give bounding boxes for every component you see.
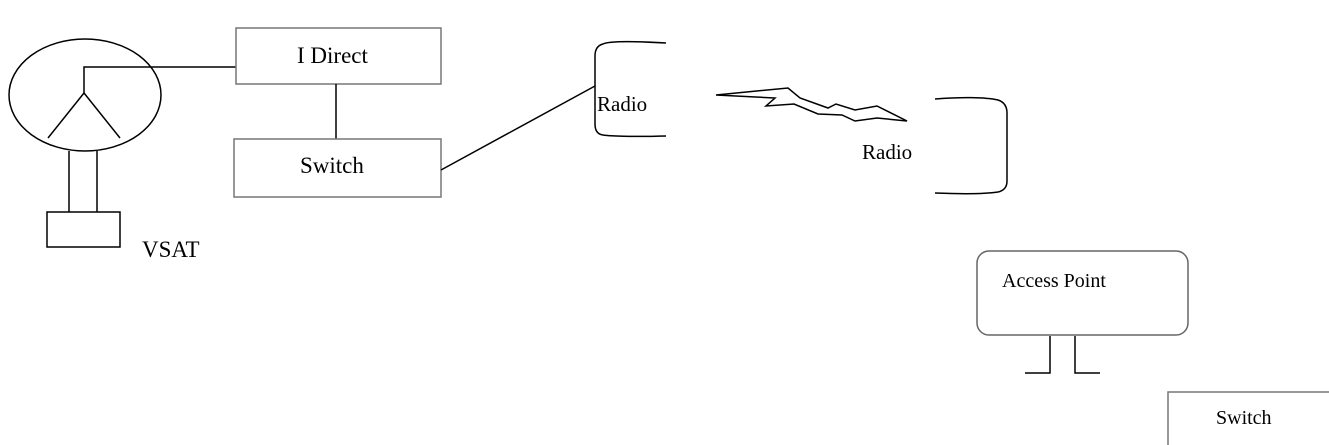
idirect-node-box [235, 27, 442, 85]
switch-node-box [233, 138, 442, 198]
vsat-dish-icon [8, 38, 162, 152]
vsat-mount-icon [46, 151, 121, 248]
access-point-antenna-icon [1025, 336, 1100, 374]
switch-remote-node-box [1167, 391, 1329, 445]
switch-remote-label: Switch [1216, 407, 1272, 429]
radio-local-bracket [594, 40, 667, 138]
access-point-label: Access Point [1002, 270, 1106, 292]
vsat-feed-icon [47, 66, 236, 139]
radio-local-label: Radio [597, 92, 648, 116]
idirect-label: I Direct [297, 43, 368, 68]
radio-remote-label: Radio [862, 140, 913, 164]
link-switch-radio [440, 85, 596, 171]
access-point-node-box [976, 250, 1189, 336]
wireless-link-icon [715, 87, 908, 122]
vsat-label: VSAT [142, 237, 200, 262]
radio-remote-bracket [934, 96, 1008, 195]
switch-label: Switch [300, 153, 364, 178]
